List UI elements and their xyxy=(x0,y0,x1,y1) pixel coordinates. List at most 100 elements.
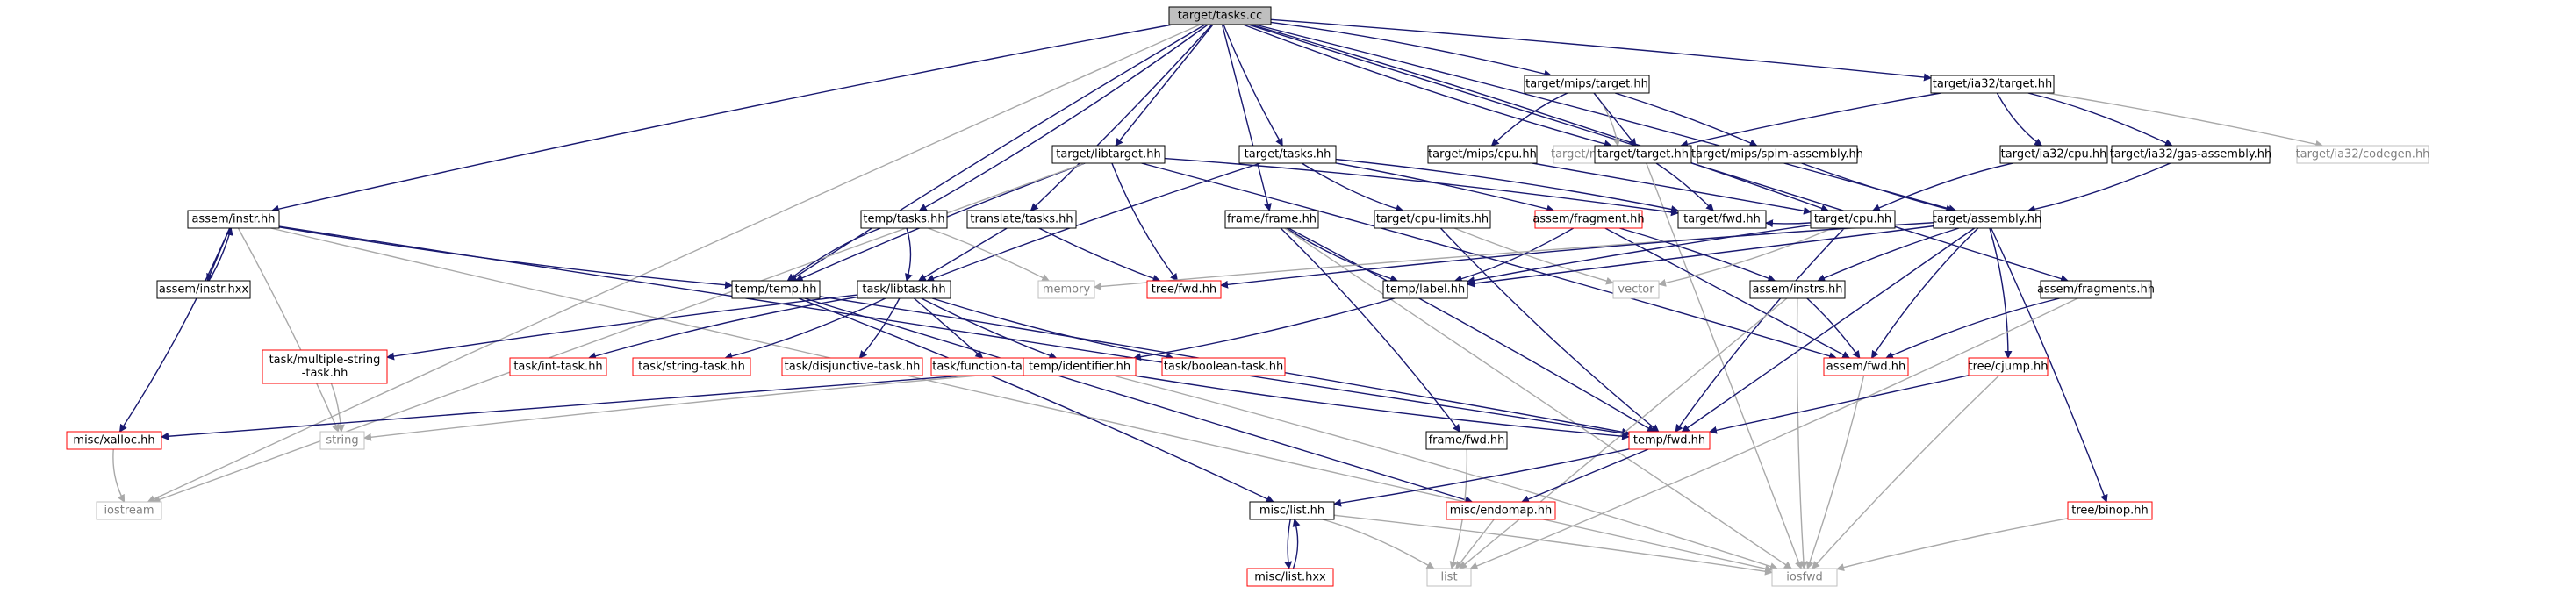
edge-tasks_cc-to-ia32_target xyxy=(1270,18,1932,82)
node-label: target/ia32/codegen.hh xyxy=(2296,148,2430,161)
edge-temp_tasks-to-memory xyxy=(928,227,1051,282)
edge-misc_list-to-iosfwd xyxy=(1333,514,1773,576)
edge-temp_fwd-to-misc_list xyxy=(1333,448,1630,507)
edge-misc_endomap-to-list xyxy=(1455,519,1495,569)
node-assem-instr[interactable]: assem/instr.hh xyxy=(187,210,280,229)
node-mips-cpu[interactable]: target/mips/cpu.hh xyxy=(1427,145,1538,164)
node-assem-instr-hxx[interactable]: assem/instr.hxx xyxy=(156,280,251,299)
edge-target_cpu-to-temp_label xyxy=(1467,224,1812,284)
edge-translate_tasks-to-tree_fwd xyxy=(1038,227,1161,283)
edge-libtarget-to-tree_fwd xyxy=(1111,162,1179,282)
node-label: target/mips/target.hh xyxy=(1525,78,1648,91)
node-temp-fwd[interactable]: temp/fwd.hh xyxy=(1628,431,1711,450)
edge-task_libtask-to-task_disjunctive xyxy=(858,297,901,359)
node-mips-target[interactable]: target/mips/target.hh xyxy=(1524,75,1650,94)
node-task-boolean[interactable]: task/boolean-task.hh xyxy=(1161,357,1286,376)
node-target-hh[interactable]: target/target.hh xyxy=(1594,145,1692,164)
node-target-cpu[interactable]: target/cpu.hh xyxy=(1810,210,1896,229)
edge-task_libtask-to-task_string xyxy=(724,297,886,361)
edge-temp_fwd-to-misc_endomap xyxy=(1521,448,1649,504)
edge-tasks_cc-to-frame_frame xyxy=(1221,24,1272,211)
node-target-assembly[interactable]: target/assembly.hh xyxy=(1933,210,2041,229)
node-misc-endomap[interactable]: misc/endomap.hh xyxy=(1446,501,1556,520)
node-label: assem/fwd.hh xyxy=(1826,361,1905,374)
edge-assem_instr-to-temp_temp xyxy=(278,226,733,290)
edge-tree_binop-to-iosfwd xyxy=(1836,518,2069,571)
edge-tasks_cc-to-assem_instr xyxy=(270,24,1173,213)
edge-tasks_cc-to-translate_tasks xyxy=(1030,24,1213,211)
edge-tree_cjump-to-iosfwd xyxy=(1812,375,2000,569)
edge-tasks_cc-to-temp_temp xyxy=(788,24,1206,282)
node-label: target/libtarget.hh xyxy=(1056,148,1161,161)
node-label: temp/identifier.hh xyxy=(1029,361,1130,374)
node-target-fwd[interactable]: target/fwd.hh xyxy=(1677,210,1767,229)
edge-temp_tasks-to-task_libtask xyxy=(904,227,913,282)
node-ia32-cpu[interactable]: target/ia32/cpu.hh xyxy=(1999,145,2108,164)
edge-tasks_cc-to-target_tasks xyxy=(1223,24,1283,147)
edge-target_tasks-to-task_libtask xyxy=(926,162,1261,283)
edge-temp_temp-to-misc_list xyxy=(798,297,1274,503)
node-task-libtask[interactable]: task/libtask.hh xyxy=(857,280,951,299)
node-cpu-limits[interactable]: target/cpu-limits.hh xyxy=(1374,210,1491,229)
edge-translate_tasks-to-task_libtask xyxy=(917,227,1008,282)
node-misc-list-hxx[interactable]: misc/list.hxx xyxy=(1246,568,1334,587)
node-frame-fwd[interactable]: frame/fwd.hh xyxy=(1425,431,1508,450)
node-temp-tasks[interactable]: temp/tasks.hh xyxy=(860,210,948,229)
node-label: target/ia32/cpu.hh xyxy=(2001,148,2107,161)
node-label: target/mips/spim-assembly.hh xyxy=(1691,148,1863,161)
node-label: target/ia32/target.hh xyxy=(1933,78,2053,91)
edge-target_assembly-to-temp_fwd xyxy=(1681,227,1976,433)
node-assem-fragments[interactable]: assem/fragments.hh xyxy=(2037,280,2155,299)
node-task-int[interactable]: task/int-task.hh xyxy=(509,357,607,376)
node-tree-fwd[interactable]: tree/fwd.hh xyxy=(1146,280,1222,299)
node-assem-fragment[interactable]: assem/fragment.hh xyxy=(1532,210,1645,229)
edge-frame_frame-to-temp_fwd xyxy=(1288,227,1655,433)
node-tasks-cc[interactable]: target/tasks.cc xyxy=(1168,6,1272,25)
node-list: list xyxy=(1426,568,1472,587)
node-task-disjunctive[interactable]: task/disjunctive-task.hh xyxy=(781,357,923,376)
edge-target_cpu-to-target_fwd xyxy=(1765,219,1812,228)
edge-mips_target-to-mips_cpu xyxy=(1490,92,1568,147)
node-label: assem/fragments.hh xyxy=(2037,283,2155,297)
node-temp-label[interactable]: temp/label.hh xyxy=(1382,280,1468,299)
node-assem-fwd[interactable]: assem/fwd.hh xyxy=(1823,357,1909,376)
node-ia32-gas[interactable]: target/ia32/gas-assembly.hh xyxy=(2110,145,2272,164)
edge-spim_assembly-to-target_assembly xyxy=(1801,162,1955,213)
node-iosfwd: iosfwd xyxy=(1771,568,1838,587)
node-temp-temp[interactable]: temp/temp.hh xyxy=(731,280,821,299)
edge-temp_identifier-to-string xyxy=(363,370,1024,441)
node-temp-identifier[interactable]: temp/identifier.hh xyxy=(1023,357,1137,376)
node-task-multiple[interactable]: task/multiple-string-task.hh xyxy=(262,349,388,384)
edge-task_libtask-to-task_boolean xyxy=(931,297,1174,361)
node-ia32-target[interactable]: target/ia32/target.hh xyxy=(1930,75,2055,94)
edge-misc_xalloc-to-iostream xyxy=(112,448,126,503)
node-tree-cjump[interactable]: tree/cjump.hh xyxy=(1968,357,2049,376)
edge-target_assembly-to-tree_binop xyxy=(1990,227,2108,503)
node-label: misc/list.hh xyxy=(1259,505,1324,518)
node-label: tree/fwd.hh xyxy=(1152,283,1216,297)
node-target-tasks[interactable]: target/tasks.hh xyxy=(1238,145,1337,164)
node-misc-list[interactable]: misc/list.hh xyxy=(1249,501,1335,520)
node-assem-instrs[interactable]: assem/instrs.hh xyxy=(1749,280,1846,299)
node-memory: memory xyxy=(1037,280,1095,299)
node-label: target/tasks.hh xyxy=(1245,148,1331,161)
edge-target_hh-to-target_fwd xyxy=(1655,162,1714,211)
node-ia32-codegen: target/ia32/codegen.hh xyxy=(2296,145,2430,164)
node-label: assem/fragment.hh xyxy=(1532,213,1644,226)
node-translate-tasks[interactable]: translate/tasks.hh xyxy=(966,210,1077,229)
node-label: misc/xalloc.hh xyxy=(73,434,154,447)
edge-task_libtask-to-task_int xyxy=(587,296,858,361)
node-label: task/boolean-task.hh xyxy=(1164,361,1283,374)
node-task-string[interactable]: task/string-task.hh xyxy=(632,357,751,376)
edge-libtarget-to-target_fwd xyxy=(1164,157,1679,217)
node-frame-frame[interactable]: frame/frame.hh xyxy=(1224,210,1319,229)
node-libtarget[interactable]: target/libtarget.hh xyxy=(1051,145,1166,164)
edge-target_tasks-to-assem_fragment xyxy=(1335,162,1555,213)
edge-assem_instrs-to-list xyxy=(1459,297,1788,569)
edge-assem_instrs-to-iosfwd xyxy=(1796,297,1808,569)
node-spim-assembly[interactable]: target/mips/spim-assembly.hh xyxy=(1691,145,1863,164)
node-tree-binop[interactable]: tree/binop.hh xyxy=(2067,501,2153,520)
node-label: translate/tasks.hh xyxy=(970,213,1073,226)
node-label: misc/endomap.hh xyxy=(1450,505,1553,518)
node-misc-xalloc[interactable]: misc/xalloc.hh xyxy=(66,431,162,450)
